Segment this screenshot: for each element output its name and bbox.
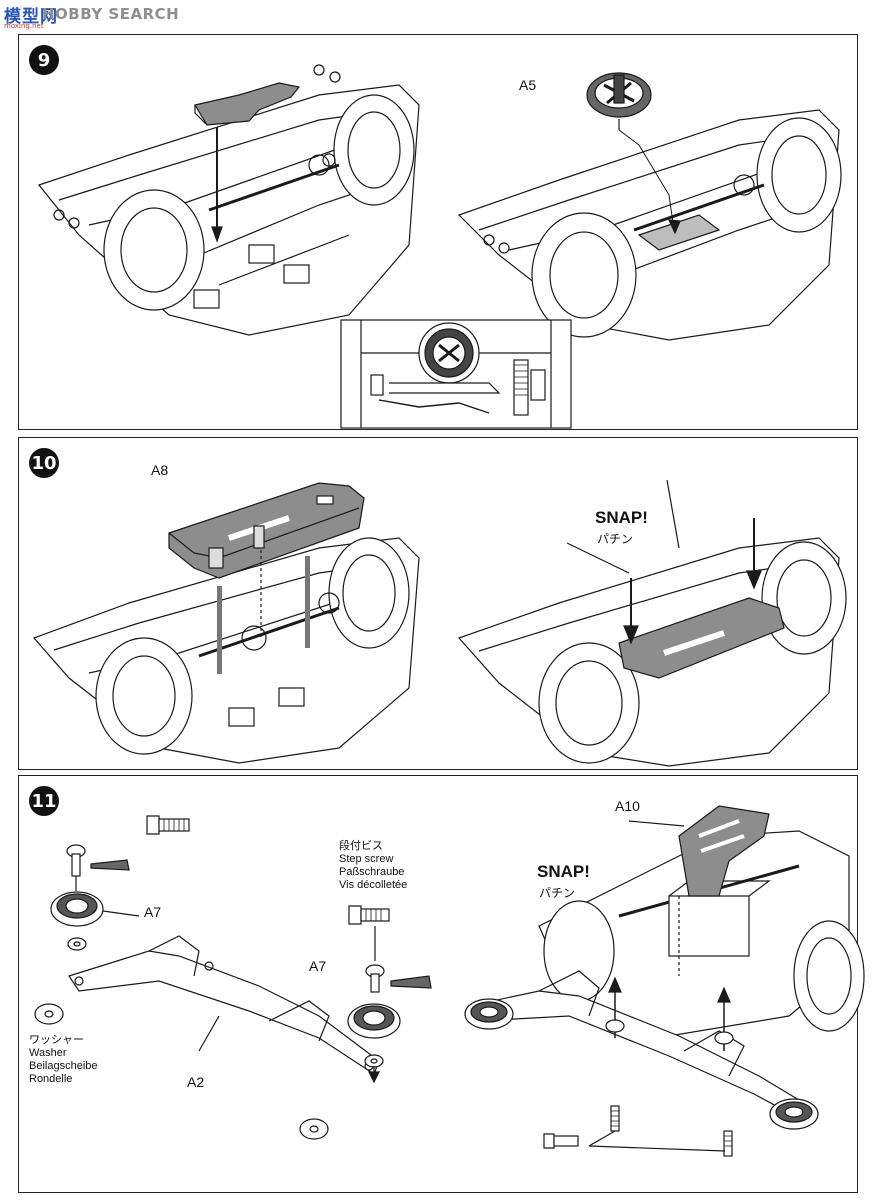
- step-9-label-a5: A5: [519, 77, 537, 93]
- step-11-number-badge: 11: [29, 786, 59, 816]
- step-screw-en: Step screw: [339, 853, 394, 865]
- step-11-label-a7-left: A7: [144, 904, 162, 920]
- step-9-illustration: [37, 64, 842, 429]
- step-10-number-badge: 10: [29, 448, 59, 478]
- step-10-illustration: [32, 479, 847, 767]
- step-11-label-a10: A10: [615, 798, 640, 814]
- step-11-washer-label: ワッシャー Washer Beilagscheibe Rondelle: [29, 1034, 98, 1086]
- washer-en: Washer: [29, 1047, 67, 1059]
- step-11-snap-label: SNAP!: [537, 862, 590, 881]
- step-9-inset-view: [340, 319, 572, 429]
- step-screw-jp: 段付ビス: [339, 840, 383, 852]
- step-9-part-a5: [586, 72, 681, 235]
- step-10-chassis-left: [32, 537, 420, 764]
- step-10-snap-label: SNAP!: [595, 508, 648, 527]
- washer-fr: Rondelle: [29, 1073, 73, 1085]
- step-9-chassis-right: [457, 109, 842, 341]
- watermark-brand-cn: 模型网: [4, 7, 58, 27]
- step-9-chassis-left: [37, 64, 420, 336]
- step-11-right-assembly: [464, 805, 865, 1157]
- step-11-panel: 11: [18, 775, 865, 1193]
- step-11-illustration: [34, 805, 865, 1157]
- step-10-chassis-right: [457, 479, 847, 767]
- step-9-panel: 9: [18, 34, 858, 430]
- watermark-url: moxing.net: [4, 22, 44, 30]
- step-10-part-a8: [168, 482, 365, 579]
- step-10-guide-lines: [217, 550, 310, 674]
- step-11-snap-jp-label: パチン: [539, 886, 576, 900]
- step-9-gray-part: [194, 82, 301, 243]
- step-11-left-assembly: [34, 815, 432, 1140]
- step-9-number-badge: 9: [29, 45, 59, 75]
- step-screw-de: Paßschraube: [339, 866, 405, 878]
- step-10-panel: 10: [18, 437, 858, 770]
- step-11-step-screw-label: 段付ビス Step screw Paßschraube Vis décollet…: [339, 840, 407, 892]
- step-screw-fr: Vis décolletée: [339, 879, 408, 891]
- washer-jp: ワッシャー: [29, 1034, 84, 1046]
- watermark: 模型网 HOBBY SEARCH moxing.net: [0, 0, 220, 32]
- step-10-snap-jp-label: パチン: [597, 532, 634, 546]
- step-11-label-a2: A2: [187, 1074, 205, 1090]
- washer-de: Beilagscheibe: [29, 1060, 98, 1072]
- watermark-brand-en: HOBBY SEARCH: [42, 5, 180, 23]
- step-10-label-a8: A8: [151, 462, 169, 478]
- step-11-label-a7-mid: A7: [309, 958, 327, 974]
